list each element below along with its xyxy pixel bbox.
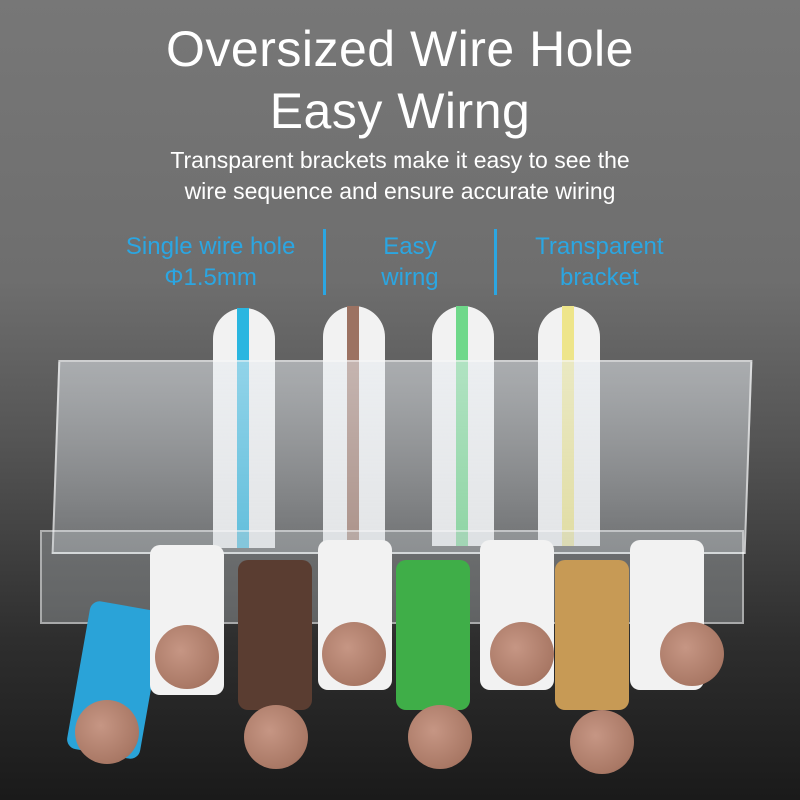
feature-transparent-bracket: Transparent bracket <box>497 231 702 293</box>
headline-line-1: Oversized Wire Hole <box>166 21 634 77</box>
headline-line-2: Easy Wirng <box>269 83 531 139</box>
wire-orange <box>555 560 629 710</box>
feature-easy-wiring-title: Easy <box>383 233 437 260</box>
subtitle-line-2: wire sequence and ensure accurate wiring <box>184 178 616 204</box>
feature-transparent-bracket-detail: bracket <box>559 264 639 291</box>
feature-easy-wiring: Easy wirng <box>326 231 493 293</box>
wire-brown <box>238 560 312 710</box>
feature-divider <box>493 229 497 295</box>
feature-list: Single wire hole Φ1.5mm Easy wirng Trans… <box>98 228 702 296</box>
copper-core-icon <box>75 700 139 764</box>
copper-core-icon <box>322 622 386 686</box>
feature-divider <box>323 229 327 295</box>
feature-wire-hole-title: Single wire hole <box>125 233 296 260</box>
feature-wire-hole: Single wire hole Φ1.5mm <box>98 231 323 293</box>
product-render <box>0 300 800 800</box>
feature-transparent-bracket-title: Transparent <box>535 233 664 260</box>
transparent-bracket <box>51 360 753 554</box>
copper-core-icon <box>155 625 219 689</box>
copper-core-icon <box>244 705 308 769</box>
copper-core-icon <box>408 705 472 769</box>
copper-core-icon <box>570 710 634 774</box>
copper-core-icon <box>660 622 724 686</box>
subtitle-line-1: Transparent brackets make it easy to see… <box>170 147 630 173</box>
feature-wire-hole-detail: Φ1.5mm <box>164 264 257 291</box>
copper-core-icon <box>490 622 554 686</box>
wire-green <box>396 560 470 710</box>
feature-easy-wiring-detail: wirng <box>381 264 439 291</box>
